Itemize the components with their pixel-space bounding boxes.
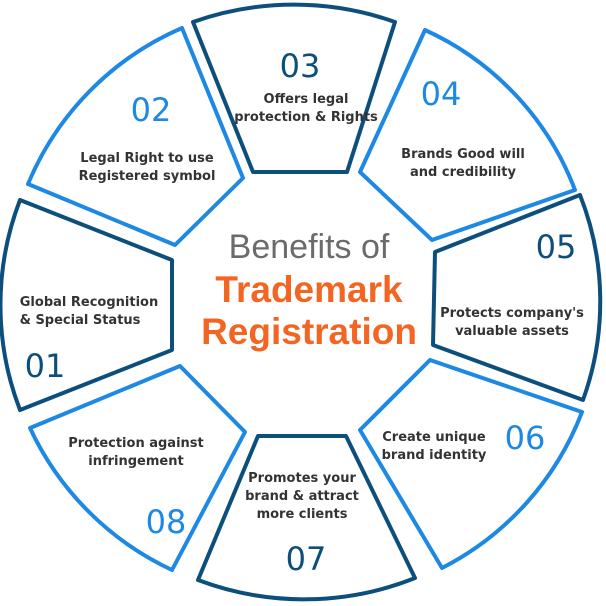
- center-title: Benefits of Trademark Registration: [201, 228, 417, 352]
- title-line-benefits-of: Benefits of: [229, 228, 390, 266]
- segment-03: 03 Offers legal protection & Rights: [234, 47, 378, 125]
- divider-segment-06: [358, 358, 583, 570]
- segment-number: 06: [505, 419, 546, 457]
- segment-label-line: infringement: [88, 454, 183, 469]
- segment-label-line: Promotes your: [248, 471, 356, 486]
- outer-arc-segment-01: [0, 198, 22, 412]
- outer-arc-segment-05: [578, 193, 603, 402]
- segment-label-line: more clients: [257, 507, 348, 522]
- segment-number: 05: [536, 228, 577, 266]
- segment-label-line: brand identity: [382, 448, 487, 463]
- divider-segment-01: [19, 198, 174, 412]
- outer-arc-segment-03: [191, 2, 397, 24]
- segment-04: 04 Brands Good will and credibility: [401, 75, 525, 180]
- segment-08: 08 Protection against infringement: [68, 436, 204, 541]
- divider-segment-05: [431, 193, 584, 402]
- segment-number: 02: [131, 91, 172, 129]
- segment-number: 08: [146, 503, 187, 541]
- outer-arc-segment-04: [423, 28, 577, 192]
- segment-number: 07: [286, 540, 327, 578]
- title-line-trademark: Trademark: [215, 269, 403, 310]
- segment-label-line: Brands Good will: [401, 147, 525, 162]
- segment-label-line: Global Recognition: [20, 295, 158, 310]
- outer-arc-segment-07: [196, 576, 417, 602]
- segment-label-line: Protects company's: [440, 306, 584, 321]
- segment-07: 07 Promotes your brand & attract more cl…: [245, 471, 359, 578]
- segment-label-line: brand & attract: [245, 489, 359, 504]
- segment-label-line: Create unique: [382, 430, 486, 445]
- outer-arc-segment-08: [28, 426, 174, 572]
- segment-label-line: and credibility: [410, 165, 516, 180]
- segment-label-line: Legal Right to use: [80, 151, 214, 166]
- segment-label-line: & Special Status: [20, 313, 141, 328]
- title-line-registration: Registration: [201, 311, 417, 352]
- segment-label-line: Registered symbol: [79, 169, 216, 184]
- segment-number: 04: [421, 75, 462, 113]
- divider-segment-08: [29, 364, 247, 571]
- segment-label-line: Protection against: [68, 436, 204, 451]
- outer-arc-segment-06: [440, 410, 584, 570]
- segment-05: 05 Protects company's valuable assets: [440, 228, 584, 339]
- segment-06: 06 Create unique brand identity: [382, 419, 546, 463]
- segment-label-line: Offers legal: [264, 92, 349, 107]
- outer-arc-segment-02: [26, 26, 184, 186]
- segment-label-line: protection & Rights: [234, 110, 378, 125]
- segment-number: 01: [25, 347, 66, 385]
- divider-segment-04: [358, 29, 576, 242]
- divider-segment-03: [191, 21, 397, 174]
- segment-label-line: valuable assets: [455, 324, 569, 339]
- divider-segment-02: [27, 27, 245, 247]
- segment-02: 02 Legal Right to use Registered symbol: [79, 91, 216, 184]
- segment-number: 03: [280, 47, 321, 85]
- segment-01: 01 Global Recognition & Special Status: [20, 295, 159, 385]
- divider-segment-07: [196, 434, 417, 581]
